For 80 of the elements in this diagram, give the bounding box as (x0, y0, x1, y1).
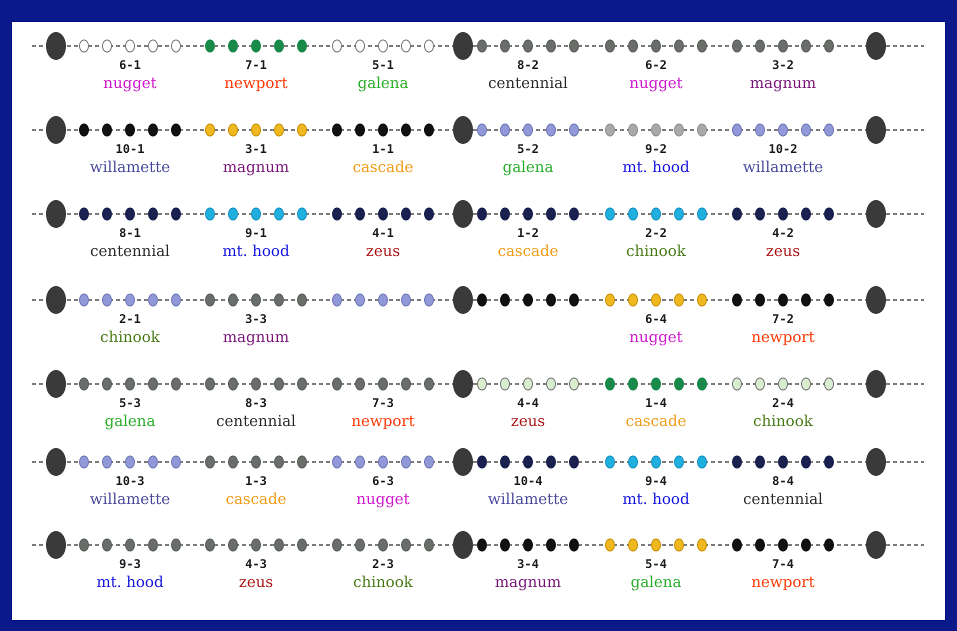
plot-code: 8-3 (245, 396, 267, 410)
variety-name: willamette (742, 158, 824, 176)
variety-name: willamette (90, 158, 170, 176)
variety-name: cascade (498, 242, 558, 260)
plot-code: 8-1 (119, 226, 141, 240)
plot-code: 10-3 (116, 474, 144, 488)
plot-code: 4-1 (372, 226, 394, 240)
variety-name: zeus (510, 412, 546, 430)
variety-name: newport (751, 573, 815, 591)
plot-code: 2-1 (119, 312, 141, 326)
variety-name: willamette (90, 490, 170, 508)
variety-name: nugget (629, 74, 683, 92)
plot-code: 4-3 (245, 557, 267, 571)
variety-name: cascade (352, 158, 414, 176)
variety-name: magnum (750, 74, 816, 92)
plot-code: 3-2 (772, 58, 794, 72)
variety-name: mt. hood (622, 158, 690, 176)
plot-code: 5-4 (645, 557, 667, 571)
variety-name: mt. hood (222, 242, 290, 260)
plot-code: 7-4 (772, 557, 794, 571)
variety-name: newport (351, 412, 415, 430)
plot-code: 2-3 (372, 557, 394, 571)
plot-code: 5-2 (517, 142, 539, 156)
variety-name: nugget (356, 490, 410, 508)
plot-code: 6-4 (645, 312, 667, 326)
variety-name: newport (751, 328, 815, 346)
plot-code: 10-1 (116, 142, 144, 156)
plot-code: 7-2 (772, 312, 794, 326)
variety-name: magnum (494, 573, 562, 591)
variety-name: zeus (238, 573, 274, 591)
plot-code: 5-3 (119, 396, 141, 410)
variety-name: nugget (103, 74, 157, 92)
variety-name: cascade (226, 490, 286, 508)
variety-name: galena (502, 158, 554, 176)
plot-code: 9-3 (119, 557, 141, 571)
variety-name: centennial (743, 490, 823, 508)
variety-name: zeus (766, 242, 800, 260)
plot-code: 10-2 (768, 142, 798, 156)
plot-code: 1-1 (372, 142, 394, 156)
variety-name: cascade (626, 412, 686, 430)
variety-name: galena (630, 573, 682, 591)
plot-code: 6-2 (645, 58, 667, 72)
variety-name: willamette (488, 490, 568, 508)
variety-name: mt. hood (96, 573, 164, 591)
variety-name: centennial (216, 412, 296, 430)
plot-code: 6-3 (372, 474, 394, 488)
variety-name: centennial (488, 74, 568, 92)
variety-name: magnum (222, 328, 290, 346)
variety-name: nugget (629, 328, 683, 346)
plot-code: 3-1 (245, 142, 267, 156)
variety-name: zeus (366, 242, 400, 260)
plot-code: 6-1 (119, 58, 141, 72)
plot-code: 10-4 (514, 474, 542, 488)
plot-code: 2-4 (772, 396, 794, 410)
plot-code: 1-4 (645, 396, 667, 410)
plot-code: 1-2 (517, 226, 539, 240)
plot-code: 5-1 (372, 58, 394, 72)
plot-code: 7-3 (372, 396, 394, 410)
plot-code: 8-2 (517, 58, 539, 72)
plot-code: 9-4 (645, 474, 667, 488)
plot-code: 4-4 (517, 396, 539, 410)
variety-name: chinook (753, 412, 813, 430)
variety-name: chinook (353, 573, 413, 591)
plot-code: 7-1 (245, 58, 267, 72)
plot-code: 2-2 (645, 226, 667, 240)
variety-name: magnum (222, 158, 290, 176)
variety-name: newport (224, 74, 288, 92)
plot-code: 3-4 (517, 557, 539, 571)
variety-name: chinook (100, 328, 160, 346)
variety-name: galena (104, 412, 156, 430)
plot-code: 8-4 (772, 474, 794, 488)
variety-name: galena (358, 74, 408, 92)
plot-code: 1-3 (245, 474, 267, 488)
plot-code: 9-1 (245, 226, 267, 240)
plot-code: 9-2 (645, 142, 667, 156)
plot-code: 3-3 (245, 312, 267, 326)
variety-name: mt. hood (622, 490, 690, 508)
variety-name: chinook (626, 242, 686, 260)
variety-name: centennial (90, 242, 170, 260)
plot-code: 4-2 (772, 226, 794, 240)
